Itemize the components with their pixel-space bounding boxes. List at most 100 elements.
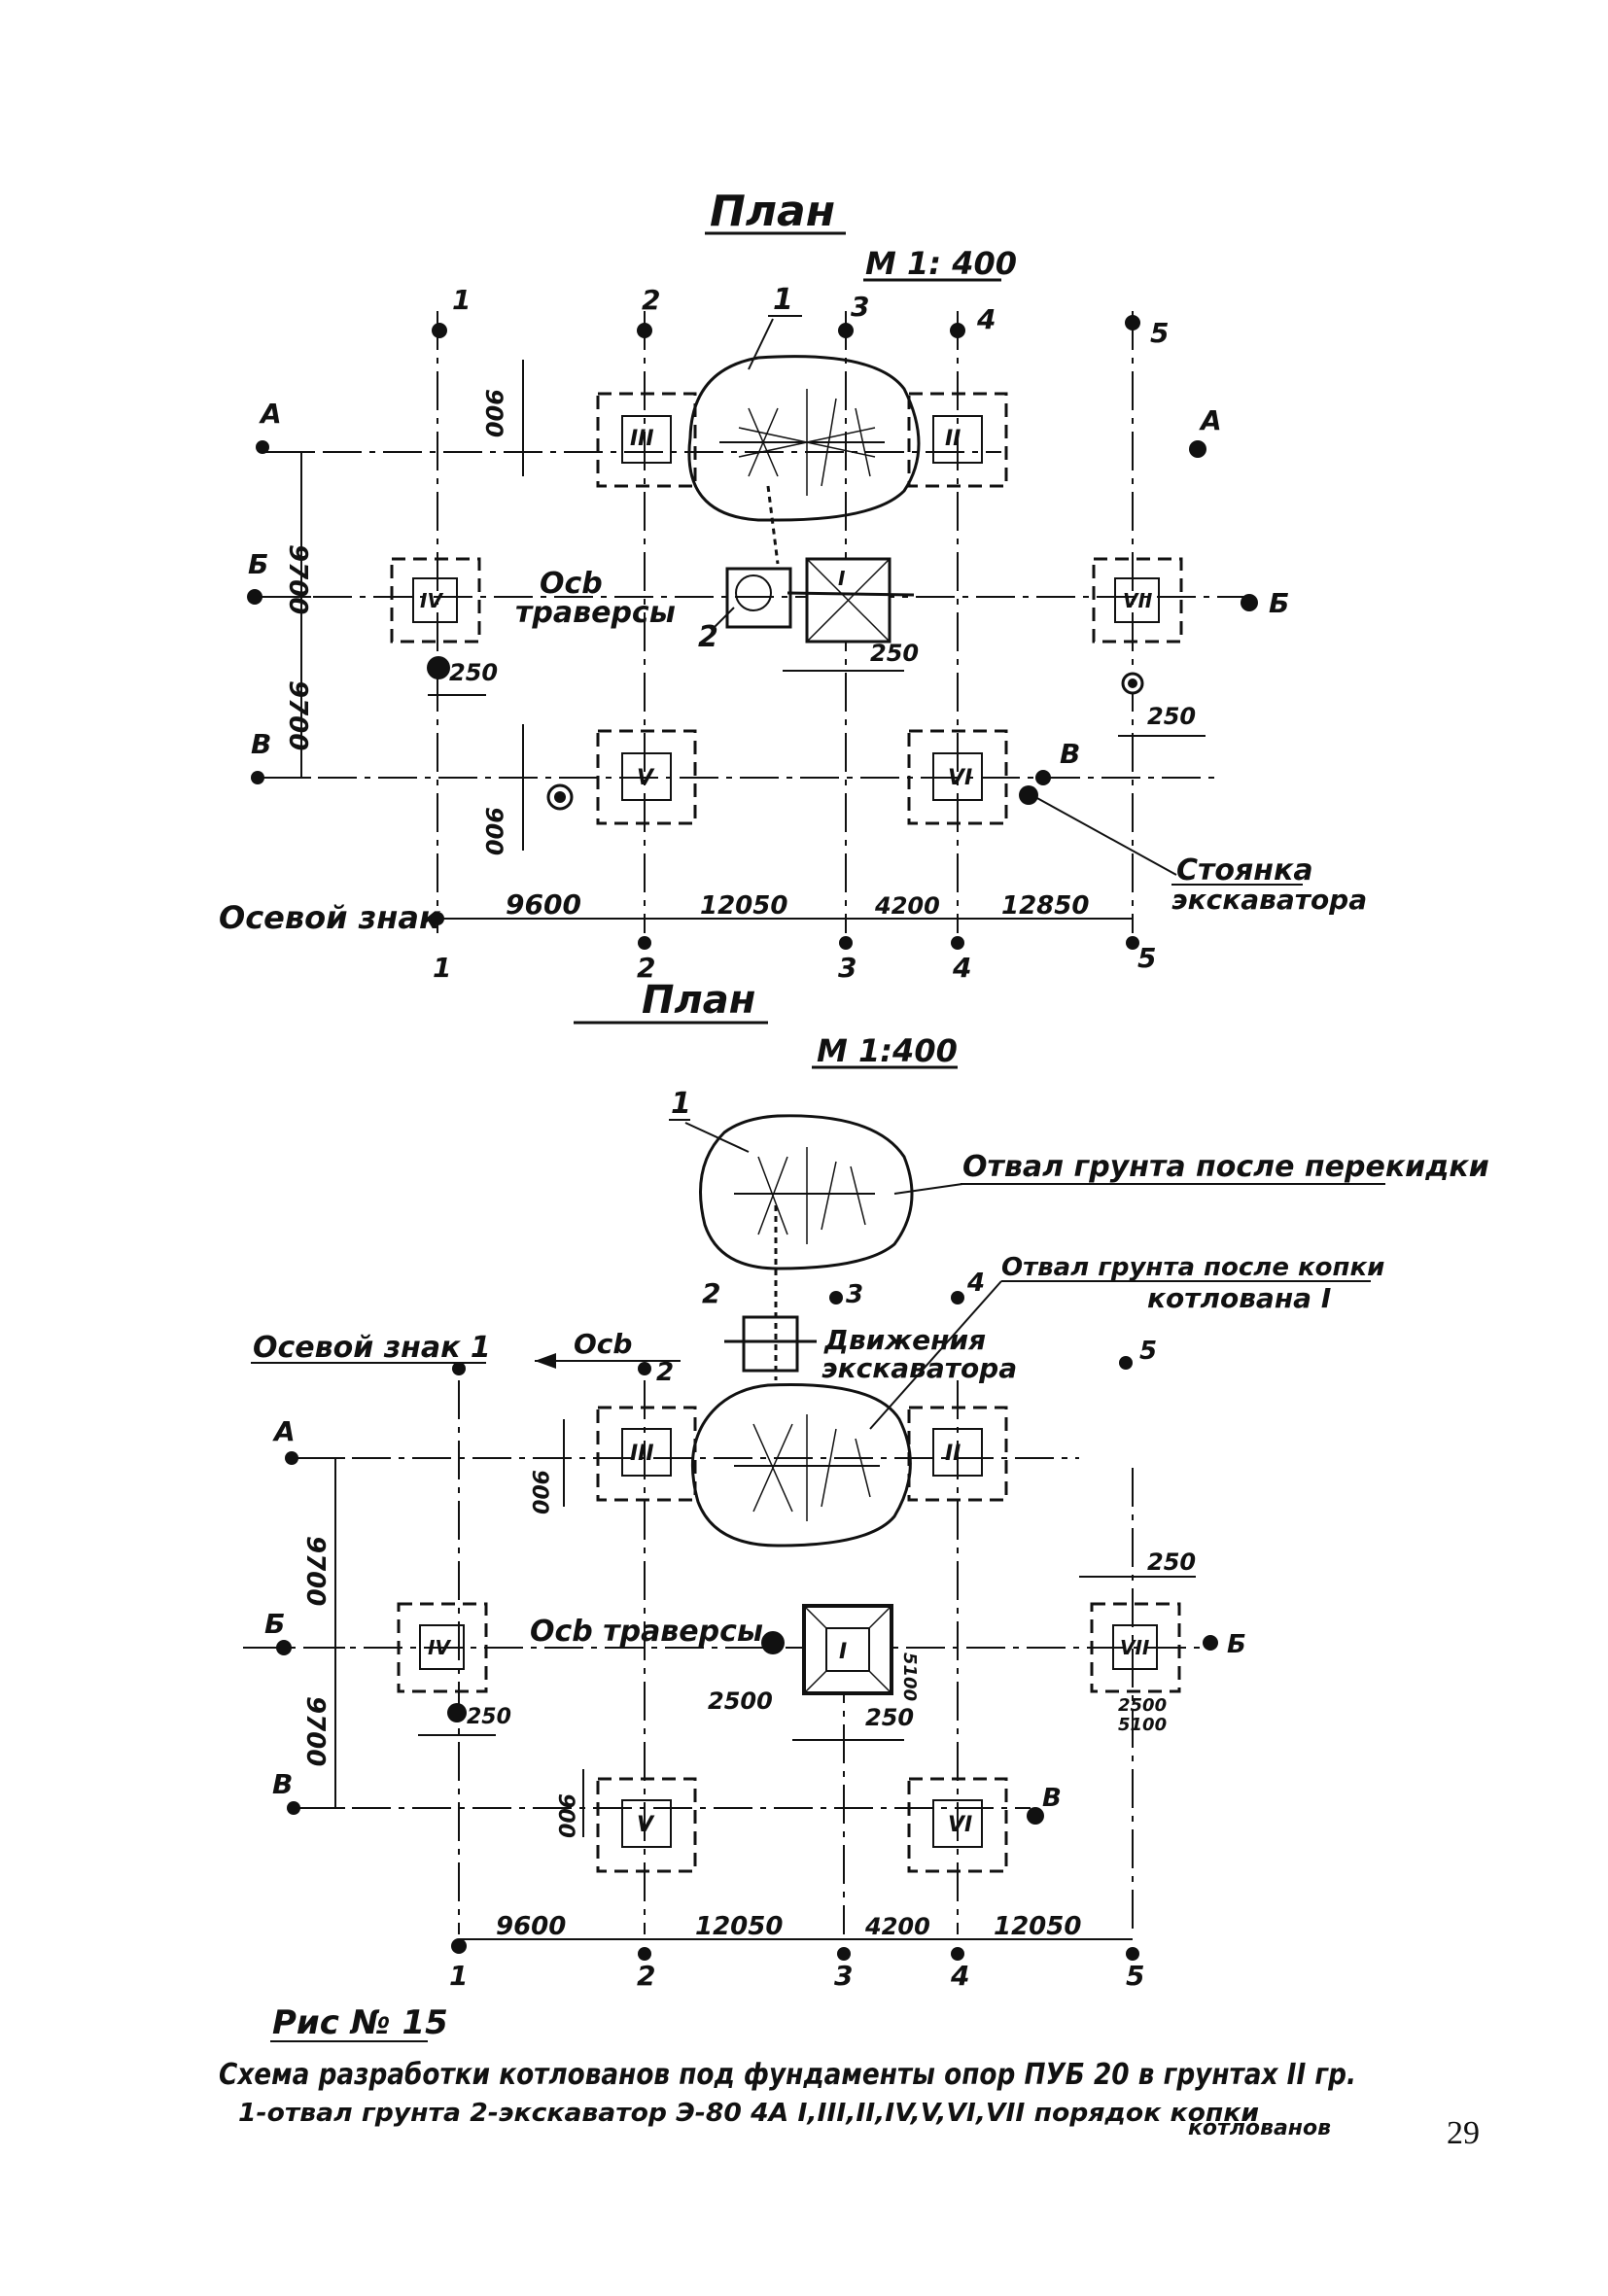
plan1-callout-1: 1 (773, 283, 793, 317)
plan1-axis-marks-top: 1 2 3 4 5 (432, 284, 1169, 349)
plan1-pit-VII: VII (1092, 557, 1183, 644)
plan2-row-marks: А Б В Б В (264, 1415, 1246, 1825)
plan1-row-V-right: В (1060, 738, 1080, 770)
svg-text:3: 3 (846, 1280, 863, 1309)
plan2-axes (243, 1380, 1210, 1934)
plan2-pits: III II IV I VII (397, 1406, 1181, 1873)
svg-text:2500: 2500 (708, 1687, 773, 1715)
plan1-row-A: А (259, 398, 282, 430)
svg-text:3: 3 (834, 1960, 853, 1992)
svg-text:IV: IV (428, 1636, 451, 1659)
caption-line-2: 1-отвал грунта 2-экскаватор Э-80 4А I,II… (238, 2099, 1259, 2128)
svg-text:III: III (630, 1442, 654, 1466)
plan2-title: План (642, 978, 755, 1023)
svg-text:1: 1 (433, 952, 451, 984)
svg-text:VI: VI (948, 766, 972, 790)
plan2-pit-V: V (596, 1777, 697, 1873)
plan1-scale: М 1: 400 (865, 245, 1017, 282)
figure-number: Рис № 15 (272, 2003, 448, 2042)
plan1-dimensions: 9700 9700 900 900 250 250 250 9600 12050… (283, 360, 1206, 921)
plan2-axis-sign: Осевой знак 1 (253, 1331, 491, 1365)
plan1-axis-sign: Осевой знак (219, 899, 441, 936)
plan-2: План М 1:400 2 3 4 5 (243, 978, 1489, 1992)
plan1-traverse-axis-2: траверсы (515, 596, 676, 630)
svg-text:4: 4 (950, 1960, 969, 1992)
plan1-pit-II: II (907, 392, 1008, 488)
svg-text:250: 250 (870, 640, 919, 667)
svg-text:II: II (945, 1442, 961, 1466)
svg-text:III: III (630, 427, 654, 451)
svg-text:900: 900 (527, 1470, 551, 1514)
svg-text:2: 2 (637, 1960, 655, 1992)
svg-text:VII: VII (1123, 589, 1153, 612)
svg-text:I: I (839, 1640, 847, 1664)
svg-text:котлована I: котлована I (1147, 1282, 1331, 1314)
svg-text:4200: 4200 (874, 892, 940, 920)
page-number: 29 (1447, 2115, 1480, 2151)
svg-text:II: II (945, 427, 961, 451)
plan1-excavator-stop: Стоянка экскаватора (1034, 796, 1367, 916)
svg-text:250: 250 (1147, 703, 1196, 730)
plan1-pit-IV: IV (390, 557, 481, 644)
plan1-title: План (710, 187, 835, 236)
plan2-dimensions: 9700 9700 900 900 250 2500 250 250 5100 … (300, 1419, 1196, 1941)
svg-text:5: 5 (1137, 942, 1156, 974)
svg-text:9600: 9600 (496, 1912, 566, 1941)
svg-text:250: 250 (1147, 1548, 1196, 1576)
figure-caption: Рис № 15 Схема разработки котлованов под… (219, 2003, 1356, 2140)
svg-text:12050: 12050 (700, 891, 787, 921)
svg-text:А: А (272, 1415, 296, 1447)
svg-text:9700: 9700 (283, 544, 312, 614)
svg-text:3: 3 (838, 952, 856, 984)
svg-text:VII: VII (1120, 1636, 1150, 1659)
svg-text:V: V (637, 1813, 655, 1837)
plan2-pit-I: I (802, 1604, 893, 1695)
svg-text:4: 4 (952, 952, 971, 984)
plan2-pit-VII: VII (1090, 1602, 1181, 1693)
svg-text:В: В (1042, 1784, 1062, 1813)
svg-text:9600: 9600 (506, 888, 581, 921)
plan1-excavator (725, 485, 915, 629)
plan2-excavator (724, 1315, 817, 1373)
plan1-row-A-right: А (1199, 404, 1222, 436)
plan1-axis-num-2: 2 (642, 284, 660, 316)
svg-text:9700: 9700 (283, 680, 312, 750)
svg-text:900: 900 (553, 1793, 577, 1838)
plan2-excavator-motion: Движения экскаватора (821, 1324, 1017, 1384)
svg-text:12050: 12050 (994, 1912, 1081, 1941)
plan1-axis-num-4: 4 (976, 303, 996, 335)
plan2-pit-III: III (596, 1406, 697, 1502)
svg-text:Отвал грунта после перекидки: Отвал грунта после перекидки (962, 1150, 1489, 1184)
plan2-axis-marks-bottom: 1 2 3 4 5 (449, 1938, 1144, 1992)
caption-line-1: Схема разработки котлованов под фундамен… (219, 2058, 1356, 2092)
plan1-traverse-axis-1: Осb (540, 567, 603, 601)
svg-text:5100: 5100 (899, 1652, 920, 1701)
plan1-axis-num-3: 3 (851, 291, 869, 323)
svg-text:900: 900 (480, 807, 507, 855)
svg-text:12850: 12850 (1001, 891, 1089, 921)
plan2-pit-IV: IV (397, 1602, 488, 1693)
plan1-pit-V: V (596, 729, 697, 825)
svg-text:2500: 2500 (1118, 1695, 1167, 1716)
plan2-traverse-axis: Осb траверсы (530, 1615, 763, 1649)
svg-text:5: 5 (1139, 1337, 1157, 1366)
plan1-pit-I: I (805, 557, 891, 644)
svg-text:9700: 9700 (300, 1696, 330, 1766)
caption-line-2b: котлованов (1188, 2116, 1331, 2140)
svg-text:IV: IV (420, 589, 443, 612)
plan2-axis-marks-top: 2 3 4 5 (452, 1269, 1157, 1387)
plan2-spoil-heap-bottom (690, 1382, 912, 1548)
plan2-pit-VI: VI (907, 1777, 1008, 1873)
plan1-pit-III: III (596, 392, 697, 488)
svg-text:В: В (272, 1768, 293, 1800)
svg-text:экскаватора: экскаватора (1171, 884, 1367, 916)
svg-text:экскаватора: экскаватора (821, 1352, 1017, 1384)
plan1-row-B: Б (248, 548, 268, 580)
plan1-spoil-heap (687, 355, 921, 522)
svg-text:4: 4 (966, 1269, 985, 1298)
plan2-spoil-after-pit: Отвал грунта после копки котлована I (869, 1253, 1384, 1430)
svg-text:1: 1 (449, 1960, 468, 1992)
plan1-row-V: В (251, 728, 271, 760)
plan2-axis-label: Осb (574, 1328, 632, 1360)
